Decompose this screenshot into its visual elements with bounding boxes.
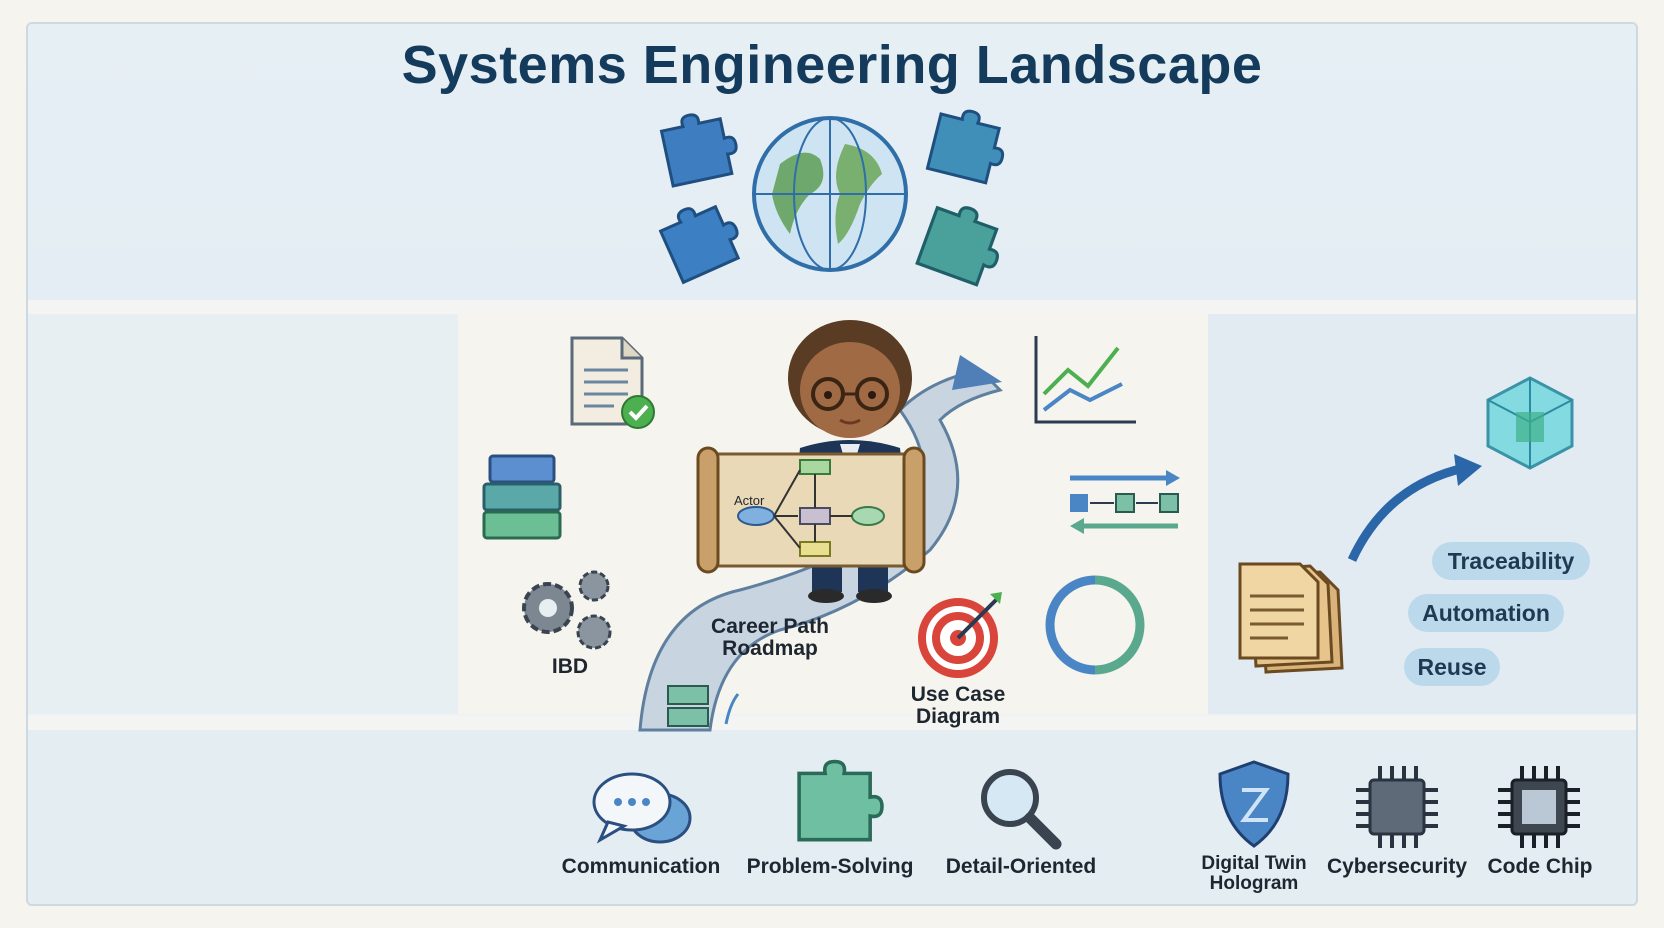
- magnifier-icon: [981, 769, 1062, 850]
- reuse-pill: Reuse: [1404, 648, 1500, 686]
- path-blocks-icon: [667, 685, 740, 727]
- globe-icon: [752, 116, 908, 272]
- puzzle-piece-icon: [659, 113, 738, 188]
- divider: [28, 716, 1636, 730]
- puzzle-piece-icon: [797, 759, 884, 842]
- flow-diagram-icon: [1070, 470, 1180, 534]
- career-path-label: Career Path Roadmap: [711, 615, 829, 661]
- hologram-cube-icon: [1486, 376, 1574, 470]
- roadmap-path: [638, 355, 1003, 732]
- use-case-label: Use Case Diagram: [910, 683, 1006, 729]
- stacked-blocks-icon: [482, 454, 562, 540]
- code-chip-icon: [1498, 766, 1580, 848]
- puzzle-piece-icon: [658, 204, 741, 285]
- skill-digital-twin-label: Digital Twin Hologram: [1201, 853, 1307, 894]
- target-icon: [918, 592, 1002, 678]
- skill-communication-label: Communication: [561, 855, 721, 878]
- approved-document-icon: [570, 336, 655, 429]
- traceability-pill: Traceability: [1432, 542, 1590, 580]
- line-chart-icon: [1034, 336, 1136, 424]
- divider: [28, 300, 1636, 314]
- page-title: Systems Engineering Landscape: [401, 35, 1263, 95]
- skill-cybersecurity-label: Cybersecurity: [1326, 855, 1468, 878]
- skill-detail-oriented-label: Detail-Oriented: [945, 855, 1097, 878]
- speech-bubbles-icon: [592, 772, 692, 844]
- shield-icon: [1218, 760, 1290, 848]
- cycle-arrows-icon: [1045, 575, 1145, 675]
- scroll-actor-label: Actor: [734, 493, 765, 508]
- scroll-diagram: [696, 446, 926, 574]
- gears-icon: [522, 570, 612, 650]
- cpu-chip-icon: [1356, 766, 1438, 848]
- automation-pill: Automation: [1408, 594, 1564, 632]
- papers-stack-icon: [1238, 562, 1344, 674]
- skill-code-chip-label: Code Chip: [1487, 855, 1593, 878]
- growth-arrow: [1347, 454, 1482, 562]
- puzzle-piece-icon: [915, 205, 999, 287]
- ibd-label: IBD: [551, 655, 589, 678]
- puzzle-piece-icon: [925, 109, 1005, 185]
- skill-problem-solving-label: Problem-Solving: [746, 855, 914, 878]
